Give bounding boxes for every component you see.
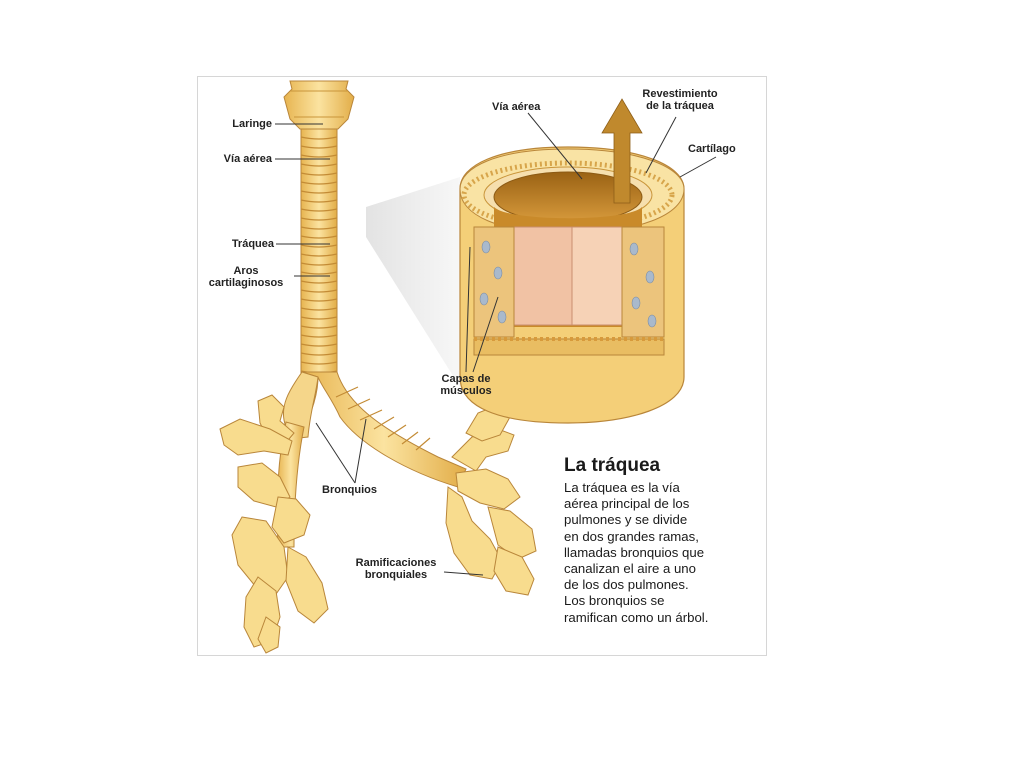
- info-line: aérea principal de los: [564, 496, 690, 512]
- label-ramificaciones-bronquiales: Ramificaciones bronquiales: [346, 557, 446, 581]
- cartilage-ring: [300, 271, 338, 275]
- trachea-illustration: [219, 80, 717, 654]
- label-capas-de-musculos: Capas de músculos: [428, 373, 504, 397]
- cartilage-ring: [300, 208, 338, 212]
- cartilage-rings: [300, 136, 338, 374]
- label-capas-line2: músculos: [440, 385, 492, 397]
- info-line: canalizan el aire a uno: [564, 561, 696, 577]
- label-aros-cartilaginosos: Aros cartilaginosos: [196, 265, 296, 289]
- label-revestimiento-line1: Revestimiento: [642, 88, 718, 100]
- label-capas-line1: Capas de: [441, 373, 491, 385]
- cartilage-ring: [300, 199, 338, 203]
- label-via-aerea-right: Vía aérea: [492, 101, 541, 113]
- zoom-cone: [366, 177, 460, 387]
- cartilage-ring: [300, 298, 338, 302]
- cartilage-ring: [300, 334, 338, 338]
- info-line: de los dos pulmones.: [564, 577, 689, 593]
- label-revestimiento-line2: de la tráquea: [646, 100, 714, 112]
- cartilage-ring: [300, 145, 338, 149]
- cartilage-ring: [300, 163, 338, 167]
- cartilage-ring: [300, 325, 338, 329]
- cartilage-ring: [300, 154, 338, 158]
- label-ramificaciones-line1: Ramificaciones: [355, 557, 437, 569]
- label-via-aerea-left: Vía aérea: [223, 153, 272, 165]
- label-revestimiento: Revestimiento de la tráquea: [630, 88, 730, 112]
- cartilage-ring: [300, 253, 338, 257]
- right-bronchial-branches: [445, 404, 537, 596]
- trachea-figure: Laringe Vía aérea Tráquea Aros cartilagi…: [197, 76, 767, 656]
- cartilage-ring: [300, 172, 338, 176]
- label-aros-line1: Aros: [233, 265, 259, 277]
- label-traquea: Tráquea: [231, 238, 274, 250]
- cartilage-ring: [300, 361, 338, 365]
- info-line: ramifican como un árbol.: [564, 609, 709, 625]
- label-bronquios: Bronquios: [322, 484, 377, 496]
- cartilage-ring: [300, 136, 338, 140]
- leader-lines: [275, 112, 717, 576]
- cartilage-ring: [300, 244, 338, 248]
- cartilage-ring: [300, 343, 338, 347]
- cartilage-ring: [300, 262, 338, 266]
- cartilage-ring: [300, 217, 338, 221]
- info-description: La tráquea es la vía aérea principal de …: [564, 480, 764, 626]
- info-line: en dos grandes ramas,: [564, 528, 699, 544]
- label-ramificaciones-line2: bronquiales: [364, 569, 428, 581]
- info-line: llamadas bronquios que: [564, 544, 705, 560]
- cartilage-ring: [300, 280, 338, 284]
- cartilage-ring: [300, 181, 338, 185]
- info-title: La tráquea: [564, 455, 661, 476]
- cartilage-ring: [300, 190, 338, 194]
- label-cartilago: Cartílago: [688, 143, 736, 155]
- cartilage-ring: [300, 307, 338, 311]
- cartilage-ring: [300, 235, 338, 239]
- label-laringe: Laringe: [232, 118, 272, 130]
- info-line: pulmones y se divide: [564, 512, 688, 528]
- larynx: [283, 80, 355, 130]
- trachea-cross-section: [459, 146, 685, 424]
- cartilage-ring: [300, 316, 338, 320]
- left-bronchial-branches: [219, 394, 329, 654]
- info-line: Los bronquios se: [564, 593, 665, 609]
- info-line: La tráquea es la vía: [564, 480, 680, 495]
- label-aros-line2: cartilaginosos: [208, 277, 284, 289]
- cartilage-ring: [300, 352, 338, 356]
- cartilage-ring: [300, 226, 338, 230]
- airflow-arrow: [601, 98, 643, 204]
- cartilage-ring: [300, 289, 338, 293]
